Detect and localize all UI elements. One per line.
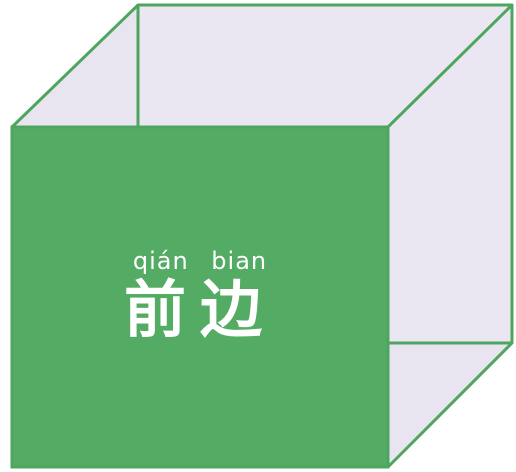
- pinyin-text: qián bian: [132, 247, 268, 275]
- front-face: [10, 125, 390, 469]
- top-edges: [10, 3, 514, 129]
- hanzi-text: 前边: [123, 273, 276, 346]
- right-edges: [386, 5, 514, 469]
- front-face-label: qián bian 前边: [12, 127, 388, 467]
